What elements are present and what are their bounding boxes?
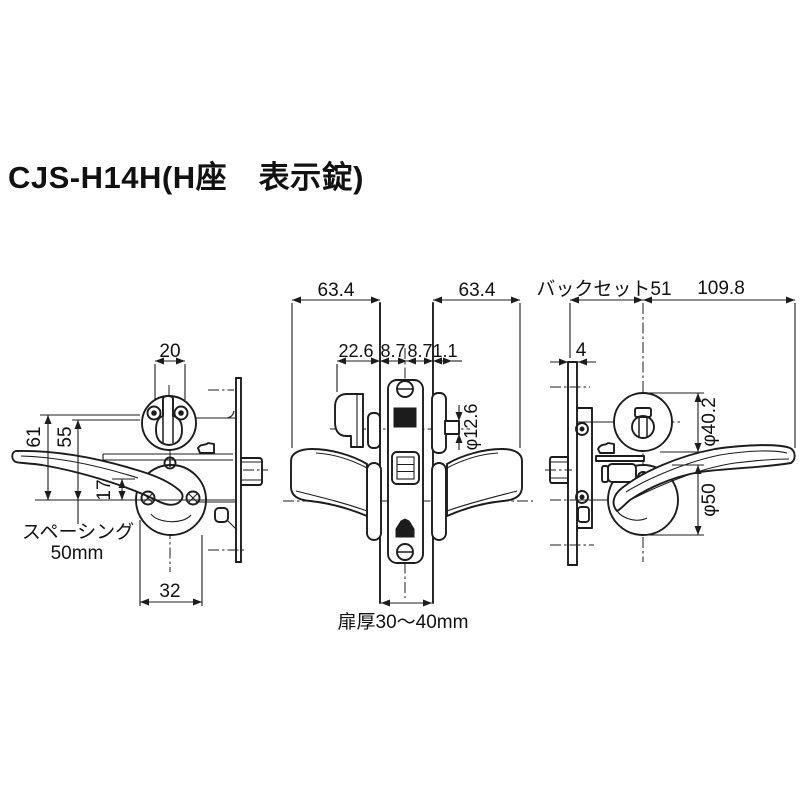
interior-lever: [11, 450, 184, 506]
spindle-stop-detail: [197, 442, 215, 454]
screw-icon: [575, 422, 589, 436]
dim-backset: バックセット51: [536, 278, 671, 300]
spindle-hub: [391, 451, 420, 485]
dim-22-6: 22.6: [338, 341, 373, 361]
inside-washer-upper: [367, 412, 381, 449]
screw-icon: [146, 405, 162, 421]
dim-height-17: 17: [94, 479, 115, 500]
interior-indicator-rose: [141, 395, 197, 451]
inside-rose-section: [366, 462, 382, 541]
screw-icon: [163, 456, 177, 470]
interior-dimensions: [35, 357, 236, 606]
dim-thumbturn-width: 20: [159, 341, 180, 362]
dim-spindle-dia: φ12.6: [461, 404, 481, 451]
inside-lever-section: [290, 448, 368, 517]
latch-bolt-side: [549, 456, 569, 484]
emergency-release: [631, 415, 655, 439]
page-title: CJS-H14H(H座 表示錠): [8, 160, 364, 195]
screw-icon: [140, 490, 156, 506]
latch-bolt: [240, 457, 263, 486]
spacing-value: 50mm: [51, 543, 104, 564]
dim-height-55: 55: [55, 426, 76, 447]
exterior-face-view: バックセット51 109.8 4 φ40.2 φ50: [536, 278, 796, 566]
section-dimensions: [291, 296, 521, 607]
dim-case-width-32: 32: [159, 581, 180, 602]
dim-faceplate-thickness: 4: [576, 340, 587, 361]
spindle-stop-detail: [597, 442, 615, 454]
dim-door-thickness: 扉厚30～40mm: [338, 611, 469, 633]
dim-height-61: 61: [24, 426, 45, 447]
deadbolt-front: [393, 407, 417, 428]
strike-detail: [214, 507, 229, 523]
indicator-tab: [634, 407, 652, 418]
door-section-view: 63.4 63.4 22.6 8.7 8.7 1.1 φ12.6 扉厚30～40…: [283, 280, 533, 633]
outside-rose-section: [431, 462, 447, 541]
faceplate-edge: [545, 361, 593, 566]
outside-washer-upper: [431, 392, 447, 454]
hub-cover: [607, 463, 637, 483]
latch-front: [395, 518, 415, 538]
door-edge: [196, 377, 268, 563]
interior-face-view: 20 61 55 17 スペーシング 50mm 32: [11, 341, 268, 606]
screw-icon: [185, 490, 201, 506]
dim-rose-dia-lower: φ50: [699, 483, 720, 516]
dim-8-7-b: 8.7: [407, 341, 432, 361]
dim-lever-length: 109.8: [697, 278, 745, 299]
dim-8-7-a: 8.7: [380, 341, 405, 361]
exterior-dimensions: [550, 296, 796, 536]
spacing-label: スペーシング: [22, 521, 134, 543]
outside-lever-section: [446, 448, 523, 517]
stopper-detail: [577, 506, 590, 523]
dim-lever-right: 63.4: [459, 280, 496, 301]
trim-bar: [595, 455, 645, 462]
thumbturn-profile: [334, 393, 364, 448]
dim-lever-left: 63.4: [318, 280, 355, 301]
exterior-indicator-rose: [613, 392, 673, 452]
screw-icon: [575, 490, 589, 504]
dim-1-1: 1.1: [432, 341, 457, 361]
faceplate-front: [387, 379, 424, 564]
screw-icon: [173, 405, 189, 421]
dim-rose-dia-upper: φ40.2: [699, 397, 720, 446]
exterior-lever-rose: [601, 444, 796, 536]
spindle-stub: [444, 420, 460, 435]
